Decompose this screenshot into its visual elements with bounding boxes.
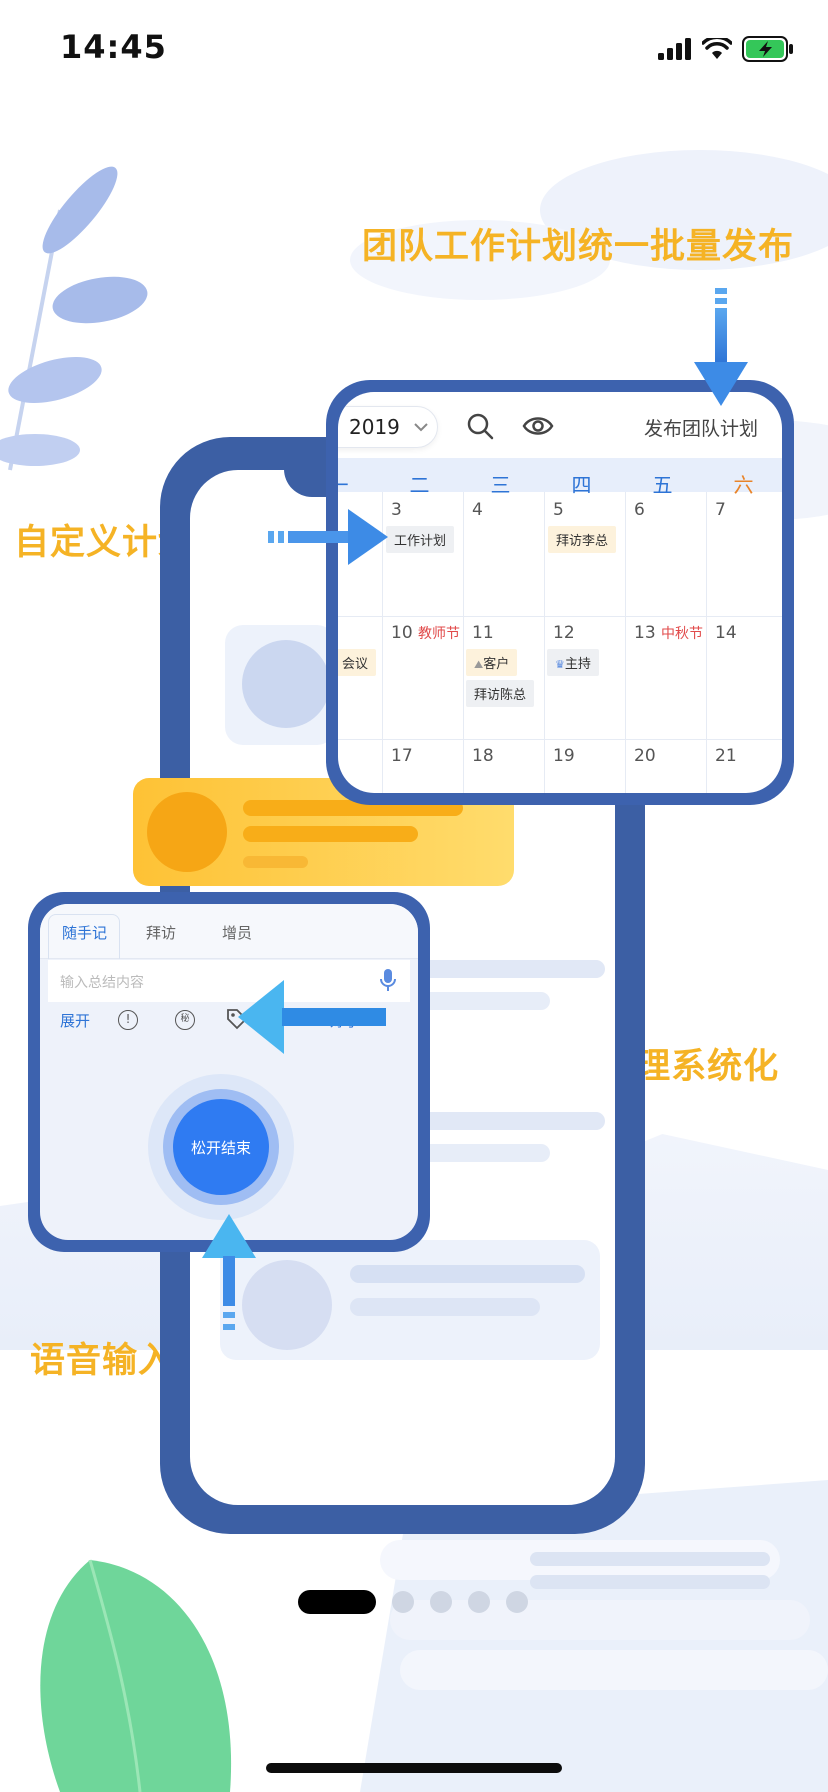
holiday-mid-autumn: 中秋节 xyxy=(661,626,704,642)
year-selector[interactable]: 2019 xyxy=(338,406,438,448)
day-11[interactable]: 11 xyxy=(472,623,494,643)
weekday-thu: 四 xyxy=(571,473,592,497)
microphone-icon[interactable] xyxy=(380,968,396,992)
tab-active-indicator xyxy=(48,914,120,959)
arrow-left-icon xyxy=(238,980,386,1054)
client-icon: ⛰ xyxy=(474,658,484,671)
day-5[interactable]: 5 xyxy=(553,500,564,520)
event-visit-li[interactable]: 拜访李总 xyxy=(548,526,617,553)
search-icon[interactable] xyxy=(466,412,494,440)
memo-screen: 随手记 拜访 增员 输入总结内容 展开 ! 秘 好了 松开结束 xyxy=(40,904,418,1240)
day-6[interactable]: 6 xyxy=(634,500,645,520)
home-indicator[interactable] xyxy=(266,1763,562,1773)
day-13[interactable]: 13 中秋节 xyxy=(634,623,703,643)
caption-team-plan: 团队工作计划统一批量发布 xyxy=(362,227,795,267)
weekday-mon: 一 xyxy=(338,473,349,497)
weekday-sat: 六 xyxy=(733,473,754,497)
day-17[interactable]: 17 xyxy=(391,746,413,766)
page-dot[interactable] xyxy=(506,1591,528,1613)
host-icon: ♛ xyxy=(555,658,565,671)
page-dot-active[interactable] xyxy=(298,1590,376,1614)
day-10-number: 10 xyxy=(391,623,413,643)
day-12[interactable]: 12 xyxy=(553,623,575,643)
weekday-header xyxy=(338,458,782,492)
page-indicator xyxy=(298,1590,528,1614)
publish-team-plan-button[interactable]: 发布团队计划 xyxy=(644,418,759,440)
event-visit-chen[interactable]: 拜访陈总 xyxy=(466,680,535,707)
day-19[interactable]: 19 xyxy=(553,746,575,766)
day-14[interactable]: 14 xyxy=(715,623,737,643)
arrow-down-icon xyxy=(694,288,748,406)
status-time: 14:45 xyxy=(60,28,167,66)
tab-visit[interactable]: 拜访 xyxy=(146,924,177,942)
event-meeting[interactable]: 会议 xyxy=(338,649,377,676)
tab-recruit[interactable]: 增员 xyxy=(222,924,253,942)
day-4[interactable]: 4 xyxy=(472,500,483,520)
important-icon[interactable]: ! xyxy=(118,1010,138,1030)
arrow-right-icon xyxy=(268,509,388,565)
calendar-screen: 2019 发布团队计划 一 二 三 四 五 六 3 工作计划 4 5 拜访李总 … xyxy=(338,392,782,793)
wifi-icon xyxy=(702,38,732,59)
event-host[interactable]: ♛主持 xyxy=(547,649,599,676)
day-10[interactable]: 10 教师节 xyxy=(391,623,460,643)
green-leaf-icon xyxy=(40,1559,232,1792)
battery-charging-icon xyxy=(742,36,793,62)
release-label: 松开结束 xyxy=(190,1138,251,1157)
summary-input-placeholder: 输入总结内容 xyxy=(60,975,144,991)
day-18[interactable]: 18 xyxy=(472,746,494,766)
status-icons xyxy=(658,34,794,64)
page-dot[interactable] xyxy=(392,1591,414,1613)
expand-button[interactable]: 展开 xyxy=(60,1012,91,1030)
event-work-plan[interactable]: 工作计划 xyxy=(386,526,455,553)
release-to-stop-button[interactable]: 松开结束 xyxy=(173,1099,269,1195)
day-13-number: 13 xyxy=(634,623,656,643)
cellular-signal-icon xyxy=(658,38,691,60)
year-label: 2019 xyxy=(349,415,400,439)
day-7[interactable]: 7 xyxy=(715,500,726,520)
page-dot[interactable] xyxy=(468,1591,490,1613)
weekday-fri: 五 xyxy=(652,473,673,497)
leaf-decoration-icon xyxy=(0,166,148,471)
event-client[interactable]: ⛰客户 xyxy=(466,649,518,676)
tag-icon[interactable] xyxy=(226,1008,248,1030)
day-3[interactable]: 3 xyxy=(391,500,402,520)
summary-input[interactable] xyxy=(48,960,410,1002)
chevron-down-icon xyxy=(414,423,428,432)
day-21[interactable]: 21 xyxy=(715,746,737,766)
page-dot[interactable] xyxy=(430,1591,452,1613)
tab-notes[interactable]: 随手记 xyxy=(62,924,108,942)
holiday-teachers-day: 教师节 xyxy=(418,626,461,642)
secret-icon[interactable]: 秘 xyxy=(175,1010,195,1030)
weekday-tue: 二 xyxy=(409,473,430,497)
arrow-up-icon xyxy=(202,1214,256,1330)
day-20[interactable]: 20 xyxy=(634,746,656,766)
weekday-wed: 三 xyxy=(490,473,511,497)
eye-icon[interactable] xyxy=(522,414,554,438)
